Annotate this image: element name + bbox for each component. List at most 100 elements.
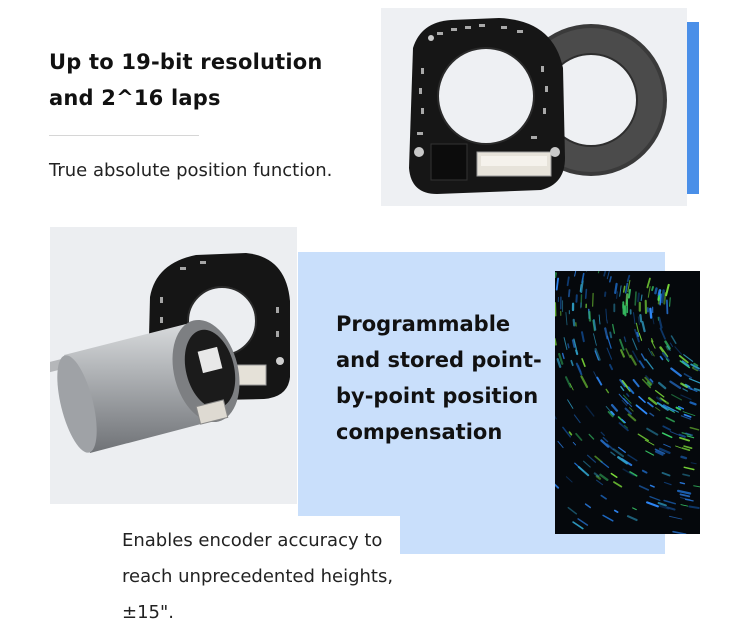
particle-streak bbox=[657, 502, 667, 507]
particle-streak bbox=[661, 432, 673, 439]
particle-streak bbox=[606, 347, 613, 360]
particle-streak bbox=[629, 471, 638, 477]
particle-streak bbox=[555, 483, 560, 489]
particle-streak bbox=[641, 378, 652, 389]
particle-streak bbox=[638, 485, 650, 491]
particle-streak bbox=[627, 386, 635, 395]
particle-streak bbox=[647, 397, 658, 406]
particle-streak bbox=[652, 318, 655, 325]
particle-streak bbox=[666, 299, 669, 315]
particle-streak bbox=[607, 410, 614, 418]
particle-streak bbox=[635, 322, 639, 333]
particle-streak bbox=[688, 378, 700, 384]
particle-streak bbox=[567, 506, 578, 515]
particle-streak bbox=[663, 481, 672, 486]
particle-streak bbox=[689, 426, 700, 431]
particle-streak bbox=[663, 499, 677, 505]
particle-streak bbox=[678, 355, 689, 364]
particle-streak bbox=[572, 521, 584, 530]
particle-streak bbox=[567, 343, 570, 349]
particle-streak bbox=[602, 514, 614, 522]
particle-streak bbox=[666, 506, 676, 511]
particle-streak bbox=[632, 507, 637, 511]
particle-streak bbox=[595, 475, 602, 480]
particle-streak bbox=[659, 504, 670, 510]
particle-streak bbox=[667, 406, 679, 413]
particle-streak bbox=[680, 394, 692, 400]
particle-streak bbox=[609, 363, 614, 371]
particle-streak bbox=[662, 404, 675, 413]
particle-streak bbox=[682, 473, 691, 477]
particle-streak bbox=[680, 455, 688, 460]
particle-streak bbox=[670, 367, 682, 377]
particle-streak bbox=[683, 413, 692, 418]
particle-streak bbox=[637, 433, 650, 442]
particle-streak bbox=[669, 431, 678, 436]
particle-streak bbox=[621, 418, 626, 424]
particle-streak bbox=[620, 385, 625, 392]
particle-streak bbox=[575, 362, 583, 376]
particle-streak bbox=[669, 297, 671, 307]
particle-streak bbox=[596, 479, 604, 486]
particle-streak bbox=[570, 359, 574, 367]
particle-streak bbox=[609, 331, 613, 339]
particle-streak bbox=[581, 331, 585, 343]
particle-streak bbox=[634, 291, 637, 306]
particle-streak bbox=[654, 450, 664, 456]
particle-streak bbox=[622, 285, 626, 293]
particle-streak bbox=[661, 352, 670, 362]
particle-streak bbox=[655, 407, 661, 412]
particle-streak bbox=[618, 422, 629, 432]
particle-streak bbox=[654, 448, 666, 455]
particle-streak bbox=[659, 327, 666, 340]
particle-streak bbox=[680, 497, 691, 501]
particle-streak bbox=[592, 319, 595, 332]
particle-streak bbox=[594, 347, 601, 361]
particle-streak bbox=[605, 388, 610, 394]
particle-streak bbox=[600, 431, 605, 437]
particle-streak bbox=[672, 530, 687, 534]
particle-streak bbox=[685, 432, 694, 436]
abstract-particle-image bbox=[555, 271, 700, 534]
particle-streak bbox=[627, 454, 638, 462]
particle-streak bbox=[573, 338, 577, 350]
particle-streak bbox=[677, 405, 685, 410]
particle-streak bbox=[600, 460, 610, 469]
particle-streak bbox=[603, 271, 607, 277]
particle-streak bbox=[566, 276, 570, 287]
particle-streak bbox=[659, 346, 669, 358]
particle-streak bbox=[666, 345, 671, 351]
particle-streak bbox=[555, 272, 557, 279]
particle-streak bbox=[693, 387, 700, 392]
particle-streak bbox=[575, 432, 583, 441]
particle-streak bbox=[565, 376, 572, 388]
particle-streak bbox=[637, 292, 640, 303]
particle-streak bbox=[645, 450, 655, 456]
particle-streak bbox=[626, 515, 638, 522]
particle-streak bbox=[656, 396, 663, 402]
particle-streak bbox=[646, 427, 659, 436]
particle-streak bbox=[645, 358, 654, 370]
particle-streak bbox=[608, 276, 612, 283]
particle-streak bbox=[681, 447, 691, 451]
particle-streak bbox=[593, 472, 600, 478]
particle-streak bbox=[573, 414, 581, 424]
particle-streak bbox=[659, 355, 664, 361]
particle-streak bbox=[627, 279, 631, 293]
particle-streak bbox=[665, 283, 670, 297]
section1-divider bbox=[49, 135, 199, 136]
particle-streak bbox=[679, 436, 691, 442]
particle-streak bbox=[649, 412, 655, 417]
particle-streak bbox=[619, 338, 625, 351]
particle-streak bbox=[571, 339, 576, 348]
particle-streak bbox=[596, 376, 603, 386]
particle-streak bbox=[646, 277, 651, 289]
particle-streak bbox=[646, 501, 659, 508]
particle-streak bbox=[669, 342, 673, 347]
section2-title: Programmable and stored point-by-point p… bbox=[336, 312, 542, 444]
particle-streak bbox=[627, 288, 631, 299]
particle-streak bbox=[602, 436, 609, 443]
particle-streak bbox=[671, 394, 683, 401]
particle-streak bbox=[669, 380, 682, 390]
particle-streak bbox=[638, 395, 646, 403]
